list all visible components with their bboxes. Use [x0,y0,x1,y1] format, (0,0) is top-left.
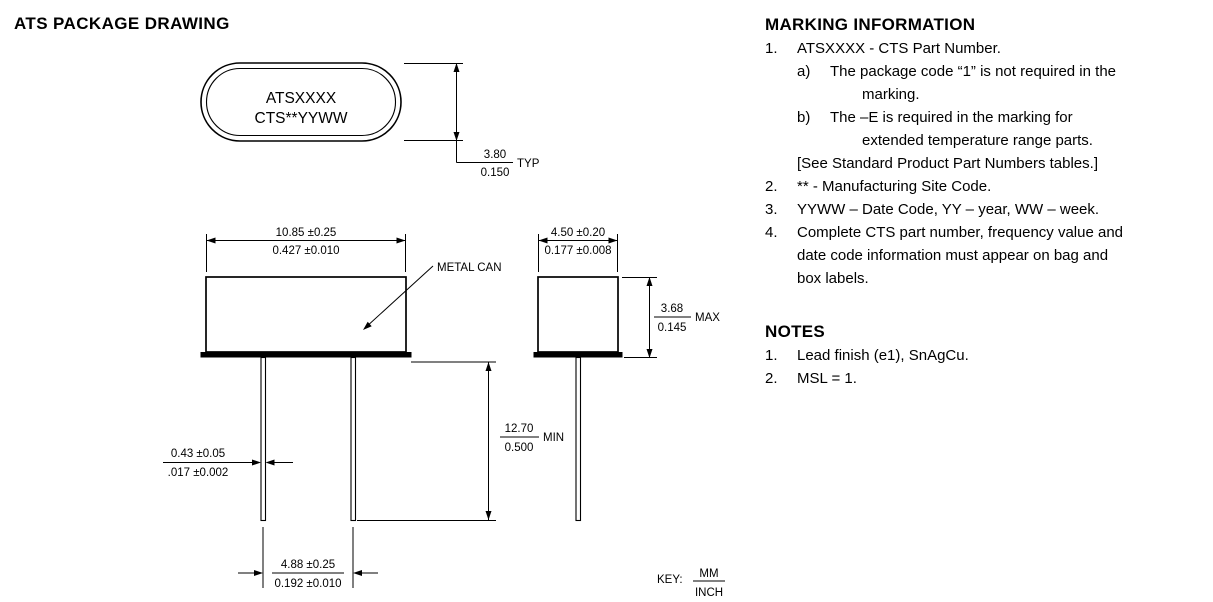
top-view-outline [200,62,402,142]
arrow-down-icon [485,511,492,520]
item-number: 3. [765,201,778,218]
item-number: 2. [765,370,778,387]
dim-can-height-mm: 3.68 [661,303,683,315]
marking-item-1a: a) The package code “1” is not required … [797,60,1213,106]
item-text: Lead finish (e1), SnAgCu. [797,347,969,364]
item-text: MSL = 1. [797,370,857,387]
dim-body-width [206,234,406,272]
marking-information-title: MARKING INFORMATION [765,15,976,34]
text-line: The –E is required in the marking for [830,109,1073,126]
text-line: extended temperature range parts. [862,132,1093,149]
notes-title: NOTES [765,322,826,341]
sub-item-text: The package code “1” is not required in … [830,60,1213,106]
arrow-right-icon [608,237,618,244]
dim-body-width-inch: 0.427 ±0.010 [272,245,339,257]
arrow-up-icon [646,277,653,286]
arrow-leader-icon [363,321,372,330]
arrow-left-icon [265,459,275,466]
marking-item-3: 3. YYWW – Date Code, YY – year, WW – wee… [765,198,1213,221]
side-view-base [533,352,623,358]
sub-item-marker: b) [797,109,811,126]
text-line: date code information must appear on bag… [797,247,1109,264]
metal-can-label: METAL CAN [437,262,502,274]
text-line: The package code “1” is not required in … [830,63,1117,80]
arrow-right-icon [252,459,261,466]
item-number: 1. [765,347,778,364]
bracket-note: [See Standard Product Part Numbers table… [797,155,1098,172]
dim-lead-thickness-mm: 0.43 ±0.05 [171,448,225,460]
dim-body-depth-inch: 0.177 ±0.008 [544,245,611,257]
marking-item-2: 2. ** - Manufacturing Site Code. [765,175,1213,198]
key-inch: INCH [695,587,723,599]
dim-body-width-mm: 10.85 ±0.25 [276,227,337,239]
arrow-left-icon [538,237,548,244]
metal-can-leader [363,265,434,330]
sub-item-marker: a) [797,63,811,80]
marking-item-4: 4. Complete CTS part number, frequency v… [765,221,1213,290]
arrow-down-icon [453,132,460,141]
dim-height-mm: 3.80 [484,149,506,161]
front-view-left-lead [260,356,267,522]
item-text: Complete CTS part number, frequency valu… [797,221,1213,290]
dim-lead-length-mm: 12.70 [505,423,534,435]
item-number: 4. [765,224,778,241]
right-column: MARKING INFORMATION 1. ATSXXXX - CTS Par… [765,13,1213,390]
drawing-title: ATS PACKAGE DRAWING [14,14,230,33]
item-number: 2. [765,178,778,195]
dim-body-depth [538,234,618,272]
dim-height-inch: 0.150 [481,167,510,179]
dim-height [404,63,513,163]
item-text: ** - Manufacturing Site Code. [797,178,992,195]
front-view-base [200,352,412,358]
dim-lead-spacing-inch: 0.192 ±0.010 [274,578,341,590]
dim-lead-length-inch: 0.500 [505,442,534,454]
sub-item-text: The –E is required in the marking for ex… [830,106,1213,152]
text-line: Complete CTS part number, frequency valu… [797,224,1124,241]
top-view-marking-line1: ATSXXXX [266,90,337,107]
note-item-1: 1. Lead finish (e1), SnAgCu. [765,344,1213,367]
arrow-left-icon [353,570,362,576]
item-number: 1. [765,40,778,57]
key-mm: MM [699,568,718,580]
front-view-outline [200,276,412,522]
arrow-right-icon [396,237,406,244]
side-view-outline [533,276,623,522]
dim-can-height-qualifier: MAX [695,312,720,324]
dim-lead-length [357,361,539,521]
side-view-lead [575,356,582,522]
text-line: box labels. [797,270,869,287]
dim-can-height-inch: 0.145 [658,322,687,334]
marking-item-1b: b) The –E is required in the marking for… [797,106,1213,152]
dim-lead-thickness-inch: .017 ±0.002 [168,467,229,479]
key-label: KEY: [657,574,683,586]
item-text: YYWW – Date Code, YY – year, WW – week. [797,201,1100,218]
dim-can-height [622,277,691,358]
units-key: KEY: MM INCH [657,568,725,599]
dim-lead-spacing [238,527,378,588]
arrow-right-icon [254,570,263,576]
dim-lead-spacing-mm: 4.88 ±0.25 [281,559,335,571]
dim-lead-thickness [163,459,293,466]
arrow-up-icon [485,362,492,371]
text-line: marking. [862,86,920,103]
item-text: ATSXXXX - CTS Part Number. [797,40,1001,57]
dim-height-qualifier: TYP [517,158,540,170]
note-item-2: 2. MSL = 1. [765,367,1213,390]
arrow-left-icon [206,237,216,244]
top-view-marking-line2: CTS**YYWW [255,110,348,127]
marking-item-1: 1. ATSXXXX - CTS Part Number. [765,37,1213,60]
dim-lead-length-qualifier: MIN [543,432,564,444]
arrow-down-icon [646,349,653,358]
package-drawing: ATSXXXX CTS**YYWW 3.80 0.150 TYP [163,62,725,599]
dim-body-depth-mm: 4.50 ±0.20 [551,227,605,239]
arrow-up-icon [453,63,460,72]
front-view-right-lead [350,356,357,522]
